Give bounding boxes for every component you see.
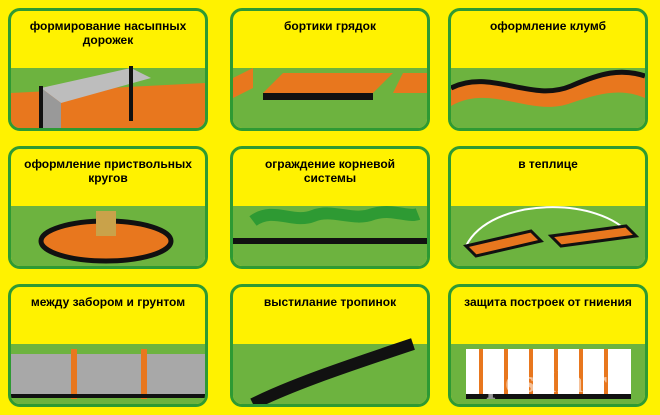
tile-tree-circles: оформление приствольных кругов: [8, 146, 208, 269]
tile-title: выстилание тропинок: [263, 295, 397, 309]
rot-protection-illustration: [451, 344, 645, 404]
fence-ground-illustration: [11, 344, 205, 404]
tile-walkways: выстилание тропинок: [230, 284, 430, 407]
bed-borders-illustration: [233, 68, 427, 128]
tile-bed-borders: бортики грядок: [230, 8, 430, 131]
tile-title: формирование насыпных дорожек: [29, 19, 187, 47]
tree-circles-illustration: [11, 206, 205, 266]
flowerbeds-illustration: [451, 68, 645, 128]
tile-fence-ground: между забором и грунтом: [8, 284, 208, 407]
tile-flowerbeds: оформление клумб: [448, 8, 648, 131]
paths-illustration: [11, 66, 205, 128]
walkways-illustration: [233, 338, 427, 404]
tile-root-barrier: ограждение корневой системы: [230, 146, 430, 269]
tile-title: оформление приствольных кругов: [24, 157, 192, 185]
tile-title: в теплице: [518, 157, 578, 171]
tile-title: между забором и грунтом: [30, 295, 186, 309]
tile-title: оформление клумб: [489, 19, 607, 33]
tile-title: защита построек от гниения: [464, 295, 632, 309]
tile-rot-protection: защита построек от гниения postila.ru: [448, 284, 648, 407]
watermark: postila.ru: [486, 363, 627, 399]
tile-greenhouse: в теплице: [448, 146, 648, 269]
tile-title: бортики грядок: [283, 19, 376, 33]
tile-title: ограждение корневой системы: [264, 157, 396, 185]
greenhouse-illustration: [451, 206, 645, 266]
tile-paths: формирование насыпных дорожек: [8, 8, 208, 131]
root-barrier-illustration: [233, 206, 427, 266]
